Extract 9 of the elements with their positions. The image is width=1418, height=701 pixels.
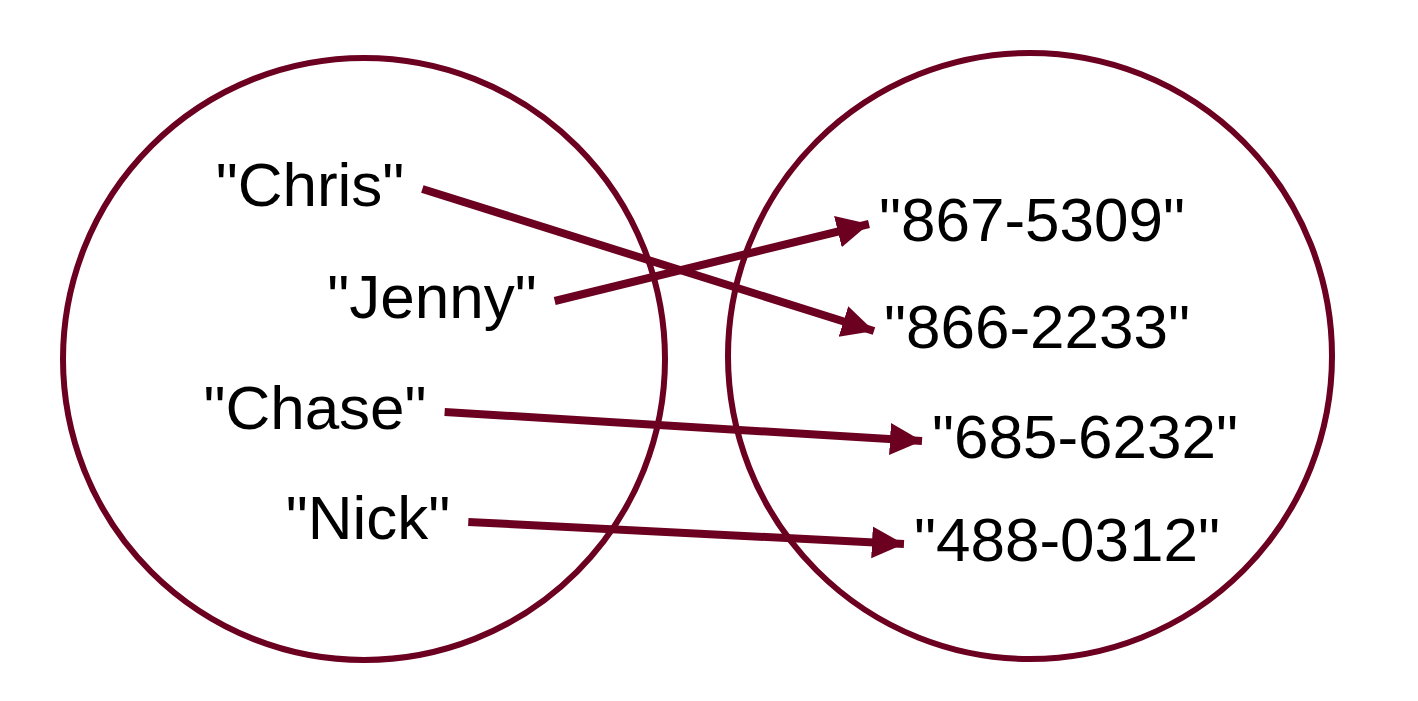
text-label: "488-0312": [914, 509, 1220, 571]
arrow: [553, 216, 870, 305]
text-label: "867-5309": [879, 189, 1185, 251]
text-label: "866-2233": [884, 296, 1190, 358]
text-label: "685-6232": [932, 406, 1238, 468]
text-label: "Nick": [285, 487, 451, 549]
arrow: [421, 185, 876, 337]
text-label: "Chase": [203, 377, 427, 439]
text-label: "Chris": [215, 154, 405, 216]
